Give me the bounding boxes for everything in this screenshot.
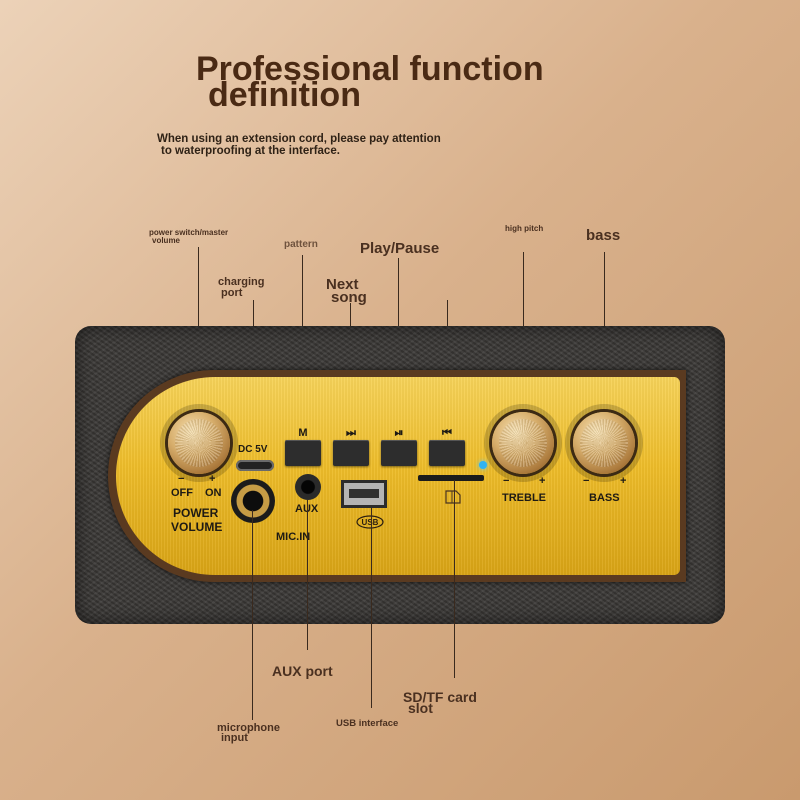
waterproof-note-line1: When using an extension cord, please pay… bbox=[157, 133, 441, 145]
callout-play-pause: Play/Pause bbox=[360, 240, 440, 257]
bass-plus-label: + bbox=[620, 475, 627, 487]
charging-port[interactable] bbox=[236, 460, 274, 471]
treble-minus-label: − bbox=[503, 475, 510, 487]
leader-line-sd bbox=[454, 480, 455, 678]
bass-minus-label: − bbox=[583, 475, 590, 487]
callout-sd-line2: slot bbox=[408, 700, 433, 716]
bass-knob[interactable] bbox=[573, 412, 635, 474]
callout-charging-line2: port bbox=[221, 287, 243, 299]
volume-label: VOLUME bbox=[171, 520, 223, 534]
power-volume-knob[interactable] bbox=[168, 412, 230, 474]
treble-label: TREBLE bbox=[502, 492, 546, 504]
play-pause-icon: ⏯ bbox=[394, 427, 404, 439]
status-led bbox=[479, 461, 487, 469]
callout-next-line2: song bbox=[331, 289, 367, 306]
treble-plus-label: + bbox=[539, 475, 546, 487]
aux-label: AUX bbox=[295, 504, 318, 515]
microphone-jack[interactable] bbox=[231, 479, 275, 523]
next-song-button[interactable] bbox=[333, 440, 369, 466]
aux-jack[interactable] bbox=[295, 474, 321, 500]
callout-sd-line1: SD/TF card bbox=[403, 689, 477, 705]
dc-5v-label: DC 5V bbox=[238, 444, 268, 455]
play-pause-button[interactable] bbox=[381, 440, 417, 466]
callout-high-pitch: high pitch bbox=[505, 224, 544, 233]
waterproof-note-line2: to waterproofing at the interface. bbox=[161, 145, 340, 157]
callout-pattern: pattern bbox=[284, 239, 318, 250]
bass-panel-label: BASS bbox=[589, 492, 620, 504]
callout-charging-line1: charging bbox=[218, 276, 265, 288]
power-label: POWER bbox=[173, 506, 219, 520]
callout-next-line1: Next bbox=[326, 276, 359, 293]
mic-in-label: MIC.IN bbox=[276, 531, 311, 543]
usb-icon: USB bbox=[356, 515, 384, 529]
mode-button-label: M bbox=[298, 427, 308, 439]
callout-bass: bass bbox=[586, 227, 621, 244]
usb-port[interactable] bbox=[341, 480, 387, 508]
leader-line-mic bbox=[252, 510, 253, 720]
callout-mic-line2: input bbox=[221, 732, 248, 744]
callout-aux-port: AUX port bbox=[272, 663, 333, 679]
page-title-line1: Professional function bbox=[196, 50, 544, 88]
callout-mic-line1: microphone bbox=[217, 722, 280, 734]
treble-knob[interactable] bbox=[492, 412, 554, 474]
gold-control-panel bbox=[116, 377, 680, 575]
callout-usb-interface: USB interface bbox=[336, 718, 399, 729]
power-on-label: ON bbox=[205, 487, 222, 499]
power-plus-label: + bbox=[209, 473, 216, 485]
previous-track-icon: ⏮ bbox=[442, 427, 452, 439]
callout-power-line1: power switch/master bbox=[149, 228, 229, 237]
leader-line-aux bbox=[307, 500, 308, 650]
sd-card-slot[interactable] bbox=[418, 475, 484, 481]
leader-line-usb bbox=[371, 508, 372, 708]
power-minus-label: − bbox=[178, 473, 185, 485]
callout-power-line2: volume bbox=[152, 236, 181, 245]
next-track-icon: ⏭ bbox=[346, 427, 356, 439]
usb-logo-text: USB bbox=[362, 518, 379, 527]
mode-button[interactable] bbox=[285, 440, 321, 466]
power-off-label: OFF bbox=[171, 487, 193, 499]
previous-song-button[interactable] bbox=[429, 440, 465, 466]
page-title-line2: definition bbox=[208, 76, 361, 114]
